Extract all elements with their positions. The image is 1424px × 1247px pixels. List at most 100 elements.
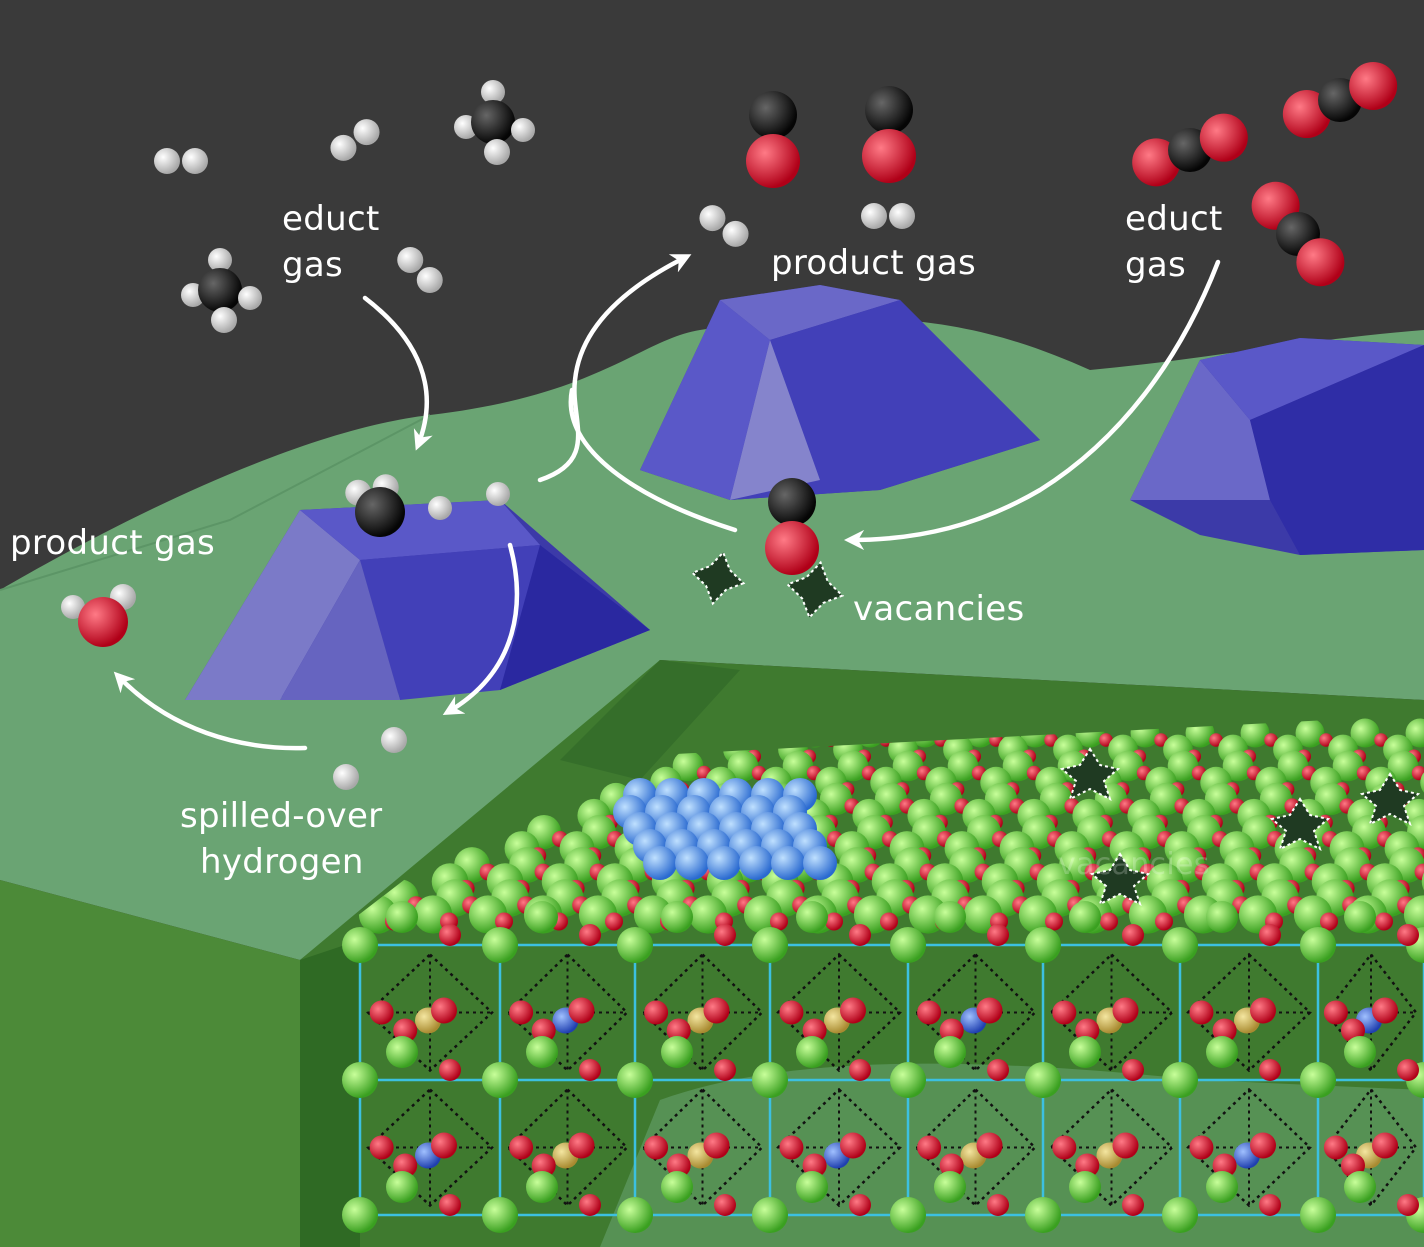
lattice-cation [1387,750,1419,782]
lattice-cation [752,1197,788,1233]
lattice-oxygen [666,1018,691,1043]
arrows [113,254,1221,751]
lattice-cation [1162,1197,1198,1233]
lattice-cation [661,901,693,933]
cluster-atom [707,846,741,880]
carbon-atom [749,91,797,139]
lattice-oxygen [939,1153,964,1178]
vacancy-site [785,560,845,620]
lattice-oxygen [1052,1135,1077,1160]
hydrogen-atom [484,139,510,165]
lattice-oxygen [714,924,736,946]
lattice-oxygen [1154,733,1168,747]
oxygen-atom [1296,238,1345,287]
hydrogen-atom [381,727,407,753]
arrow-vacancy-to-product [568,387,738,533]
lattice-cation [1300,927,1336,963]
lattice-oxygen [605,912,623,931]
carbon-atom [865,86,913,134]
lattice-oxygen [531,1153,556,1178]
lattice-cation [1162,1062,1198,1098]
lattice-oxygen [976,1132,1003,1159]
lattice-oxygen [439,1059,461,1081]
water-molecule-icon [61,584,136,647]
lattice-oxygen [849,1194,871,1216]
lattice-oxygen [495,912,513,931]
lattice-oxygen [1250,997,1276,1024]
lattice-oxygen [568,1132,595,1159]
hydrogen-atom [333,764,359,790]
vacancy-icon [690,550,746,606]
hydrogen-molecule-icon [330,119,380,161]
lattice-oxygen [439,924,461,946]
lattice-oxygen [1374,733,1388,747]
label-spilled-over: spilled-over [180,796,383,836]
label-hydrogen: hydrogen [200,842,364,882]
lattice-cation [796,901,828,933]
lattice-cation [1332,750,1364,782]
molecules [61,61,1398,790]
hydrogen-atom [211,307,237,333]
unit-cell-grid [342,901,1424,1233]
lattice-oxygen [1397,1194,1419,1216]
lattice-oxygen [779,1000,804,1025]
lattice-cation [1300,1197,1336,1233]
lattice-cation [934,1036,966,1068]
lattice-oxygen [849,924,871,946]
arrow-spillover-down [442,542,520,716]
lattice-cation [1405,718,1424,748]
lattice-cation [526,1171,558,1203]
carbon-on-particle-icon [355,487,405,537]
lattice-cation [526,901,558,933]
hydrogen-atom-icon [381,727,407,753]
lattice-cation [482,1197,518,1233]
lattice-cation [782,750,814,782]
label-vacancies: vacancies [853,589,1025,629]
lattice-cation [892,750,924,782]
lattice-cation [617,1062,653,1098]
lattice-oxygen [714,1059,736,1081]
lattice-cation [752,1062,788,1098]
lattice-cation [1025,1062,1061,1098]
lattice-cation [617,927,653,963]
hydrogen-atom [397,246,424,273]
carbon-monoxide-molecule-icon [765,478,819,575]
vacancy-site [1359,772,1421,826]
vacancy-icon [785,560,845,620]
lattice-oxygen [1122,1059,1144,1081]
hydrogen-atom [699,205,726,232]
hydrogen-atom [511,118,535,142]
cluster-atom [771,846,805,880]
lattice-oxygen [1264,733,1278,747]
lattice-oxygen [644,1135,669,1160]
metal-particle-middle [640,285,1040,500]
lattice-oxygen [840,1132,866,1159]
lattice-cation [1025,1197,1061,1233]
lattice-oxygen [917,1135,942,1160]
lattice-oxygen [1099,733,1113,747]
lattice-oxygen [1112,1132,1139,1159]
lattice-oxygen [1122,924,1144,946]
lattice-cation [1162,927,1198,963]
lattice-oxygen [531,1018,556,1043]
label-product-gas-top: product gas [771,243,977,283]
lattice-oxygen [1189,1000,1214,1025]
lattice-cation [482,927,518,963]
lattice-cation [1222,750,1254,782]
oxygen-atom [1349,61,1398,110]
hydrogen-atom [182,148,208,174]
lattice-oxygen [579,924,601,946]
lattice-cation [661,1171,693,1203]
lattice-oxygen [1323,1000,1348,1025]
lattice-oxygen [880,912,898,931]
hydrogen-molecule-icon [699,205,749,247]
lattice-cation [1069,901,1101,933]
lattice-oxygen [1044,733,1058,747]
lattice-oxygen [1259,1059,1281,1081]
lattice-oxygen [1372,1132,1398,1159]
lattice-oxygen [1397,1059,1419,1081]
lattice-oxygen [703,1132,730,1159]
metal-cluster [613,778,837,880]
